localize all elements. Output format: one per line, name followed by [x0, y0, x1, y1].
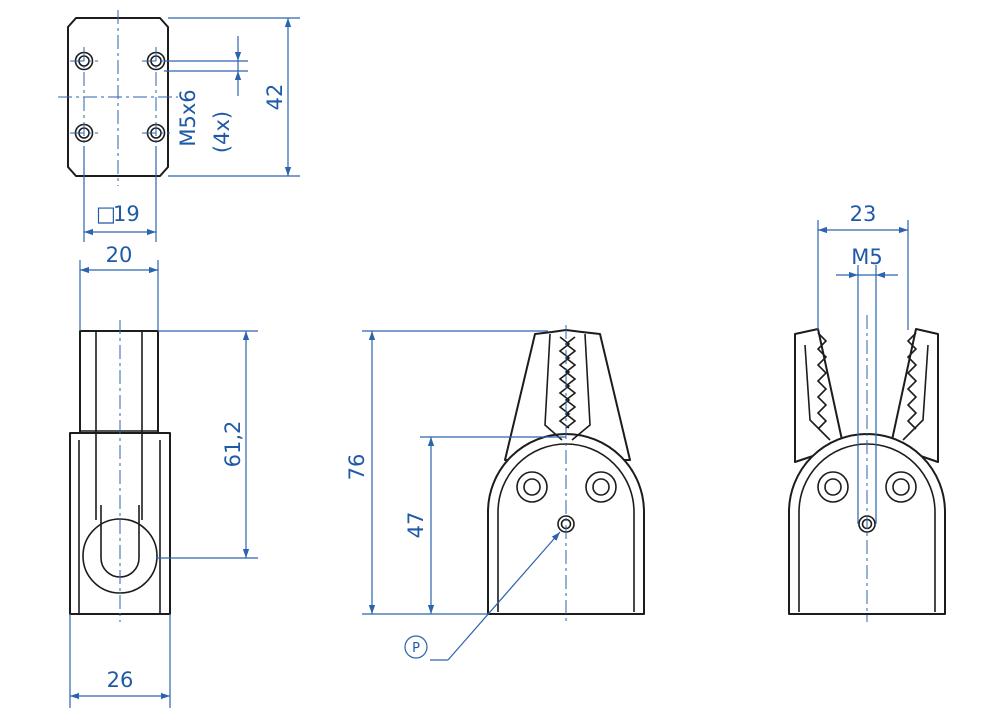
square-symbol: □	[96, 202, 116, 226]
dimension-height-total: 76	[345, 454, 369, 481]
pivot-boss	[82, 518, 158, 594]
dimension-width-bottom: 26	[107, 668, 134, 692]
pin-hole	[585, 471, 617, 503]
dimension-opening: 23	[850, 202, 877, 226]
top-view: 42 M5x6 (4x) □ 19	[58, 10, 300, 242]
point-label: P	[412, 641, 420, 656]
thread-callout: M5x6	[176, 89, 200, 146]
dimension-width-top: 20	[106, 243, 133, 267]
dimension-height-side: 61,2	[221, 421, 245, 468]
front-view: 76 47 P	[345, 325, 645, 661]
dimension-height: 42	[263, 84, 287, 111]
side-view: 20 61,2 26	[69, 243, 258, 708]
open-view: 23 M5	[788, 202, 946, 622]
pin-hole	[817, 471, 849, 503]
side-view-jaw	[79, 330, 159, 434]
thread-size-callout: M5	[851, 245, 882, 269]
point-marker	[404, 635, 428, 659]
pin-hole	[885, 471, 917, 503]
dimension-height-pivot: 47	[404, 512, 428, 539]
dimension-square: 19	[113, 202, 140, 226]
pin-hole	[516, 471, 548, 503]
thread-count-callout: (4x)	[210, 111, 234, 153]
point-leader	[447, 531, 561, 661]
